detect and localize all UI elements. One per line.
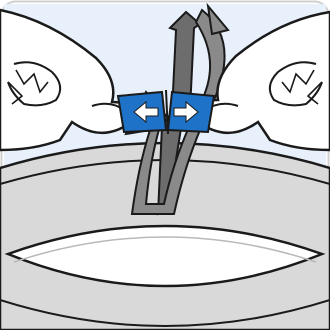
- round-tub-icon: [0, 141, 330, 330]
- right-arrow-icon: [173, 100, 199, 124]
- blue-clip-icon: [116, 89, 216, 135]
- right-hand-icon: [194, 10, 330, 152]
- left-hand-icon: [0, 8, 136, 152]
- left-arrow-icon: [133, 100, 159, 124]
- backdrop: [4, 4, 326, 176]
